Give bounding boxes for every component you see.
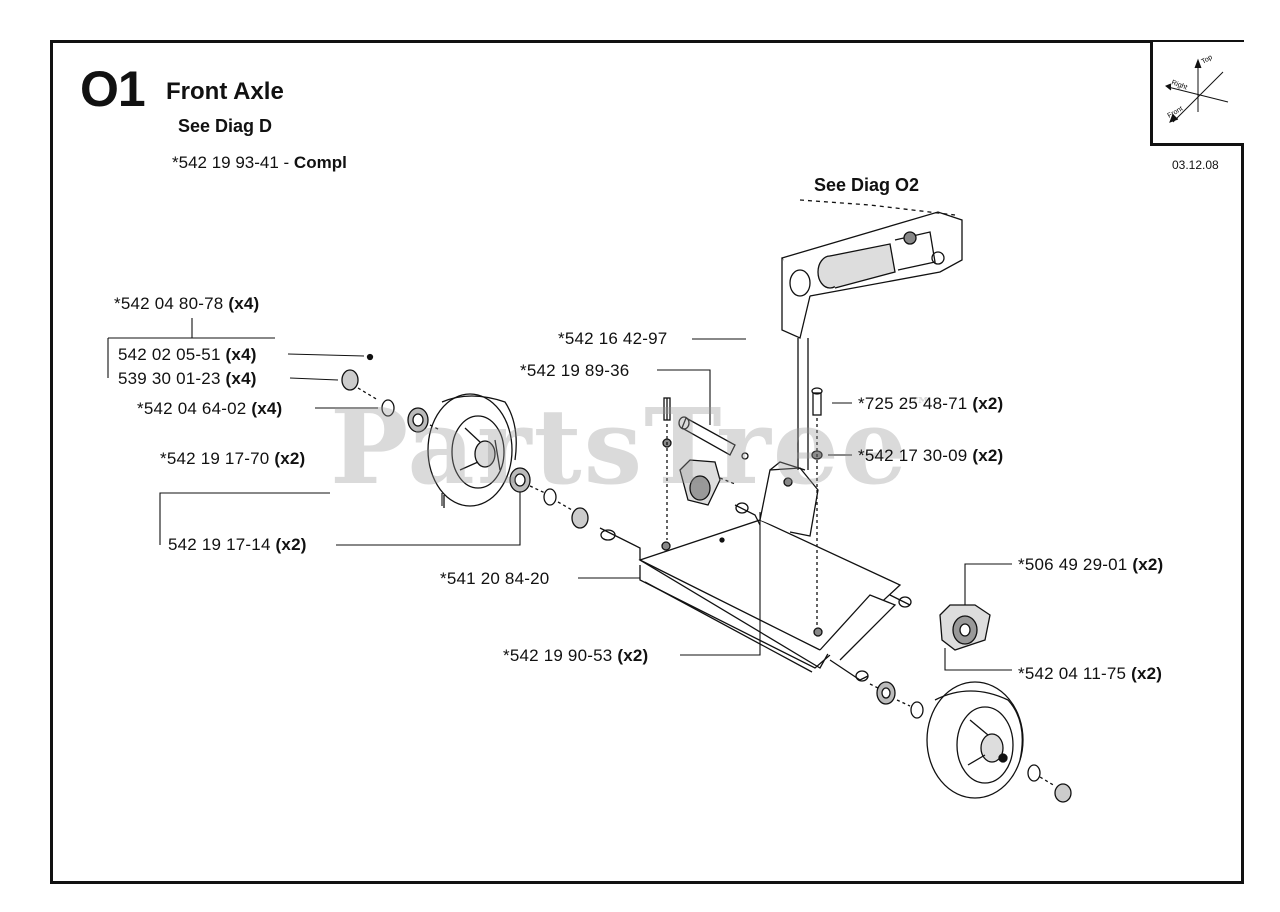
part-number: *541 20 84-20 [440, 569, 550, 588]
see-diag-o2-link[interactable]: See Diag O2 [814, 175, 920, 195]
part-callout[interactable]: *542 17 30-09 (x2) [858, 446, 1003, 466]
part-qty: (x4) [228, 294, 260, 313]
diagram-frame [50, 40, 1244, 884]
part-qty: (x4) [225, 369, 257, 388]
part-qty: (x2) [972, 446, 1004, 465]
left-spacer [571, 507, 589, 529]
pivot-pin [678, 416, 749, 460]
orientation-indicator: Top Right Front [1150, 42, 1244, 146]
diagram-date: 03.12.08 [1172, 158, 1219, 172]
part-callout[interactable]: *541 20 84-20 [440, 569, 549, 589]
part-number: *725 25 48-71 [858, 394, 968, 413]
part-callout[interactable]: *542 19 90-53 (x2) [503, 646, 648, 666]
part-number: *542 04 11-75 [1018, 664, 1127, 683]
right-washer-inner [910, 701, 924, 719]
grease-nipple [366, 353, 374, 361]
part-qty: (x2) [972, 394, 1004, 413]
part-number: *542 04 80-78 [114, 294, 224, 313]
part-number: 542 02 05-51 [118, 345, 221, 364]
part-callout[interactable]: 542 02 05-51 (x4) [118, 345, 257, 365]
complete-label: Compl [293, 153, 347, 172]
right-nut-outer [1054, 783, 1072, 803]
right-wheel [926, 681, 1024, 799]
leader-lines [107, 318, 1012, 671]
part-qty: (x2) [1132, 555, 1164, 574]
orientation-top-label: Top [1201, 54, 1214, 66]
left-washer-outer [381, 399, 395, 417]
part-callout[interactable]: *542 04 11-75 (x2) [1018, 664, 1162, 684]
diagram-title: Front Axle [166, 78, 284, 105]
part-callout[interactable]: *542 16 42-97 [558, 329, 667, 349]
part-qty: (x4) [251, 399, 283, 418]
right-bolt [812, 392, 822, 416]
left-nut [341, 369, 359, 391]
part-callout[interactable]: *542 04 80-78 (x4) [114, 294, 259, 314]
right-washer-outer [1027, 764, 1041, 782]
left-wheel [427, 393, 517, 508]
see-diag-d-link[interactable]: See Diag D [178, 116, 273, 136]
part-number: 542 19 17-14 [168, 535, 271, 554]
part-number: *542 04 64-02 [137, 399, 247, 418]
part-number: *542 17 30-09 [858, 446, 968, 465]
part-number: *542 19 89-36 [520, 361, 630, 380]
part-qty: (x2) [1131, 664, 1163, 683]
part-number: 539 30 01-23 [118, 369, 221, 388]
part-callout[interactable]: *542 04 64-02 (x4) [137, 399, 282, 419]
axle-beam [599, 519, 912, 682]
steering-link [781, 199, 963, 470]
part-callout[interactable]: *542 19 89-36 [520, 361, 629, 381]
left-washer-inner [543, 488, 557, 506]
diagram-number: O1 [80, 61, 146, 117]
part-callout[interactable]: *725 25 48-71 (x2) [858, 394, 1003, 414]
left-bracket [662, 397, 736, 540]
part-qty: (x2) [275, 535, 307, 554]
part-callout[interactable]: *506 49 29-01 (x2) [1018, 555, 1163, 575]
part-number: *542 19 17-70 [160, 449, 270, 468]
pivot-bracket [734, 461, 819, 537]
watermark: PartsTree™ [330, 385, 934, 508]
part-number: *506 49 29-01 [1018, 555, 1128, 574]
orientation-axes-icon: Top Right Front [1165, 54, 1229, 123]
part-qty: (x4) [225, 345, 257, 364]
right-bracket [939, 604, 991, 651]
part-qty: (x2) [617, 646, 649, 665]
part-callout[interactable]: 542 19 17-14 (x2) [168, 535, 307, 555]
complete-assembly-part: *542 19 93-41 - Compl [172, 153, 347, 173]
part-number: *542 19 90-53 [503, 646, 613, 665]
part-callout[interactable]: 539 30 01-23 (x4) [118, 369, 257, 389]
part-callout[interactable]: *542 19 17-70 (x2) [160, 449, 305, 469]
part-number: *542 16 42-97 [558, 329, 668, 348]
part-qty: (x2) [274, 449, 306, 468]
complete-part-number: *542 19 93-41 - [172, 153, 294, 172]
